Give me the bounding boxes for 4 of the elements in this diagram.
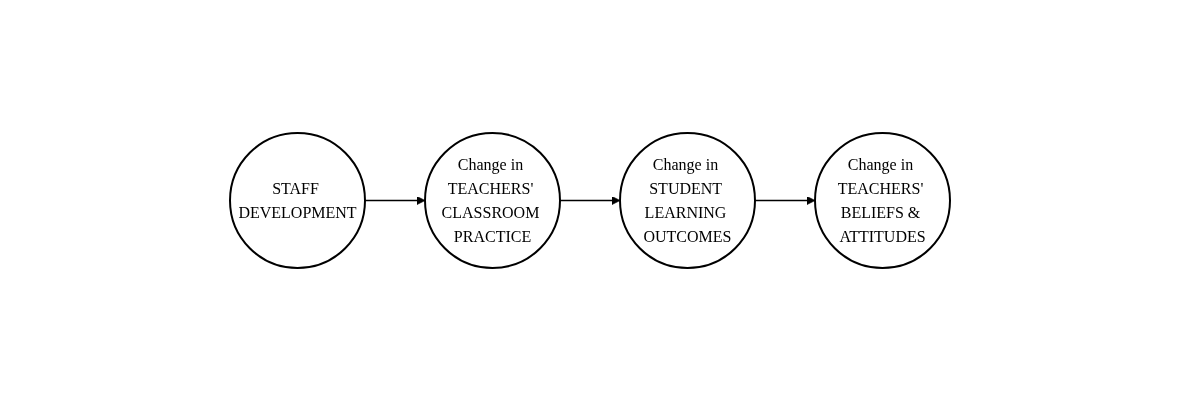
- node-circle: STAFF DEVELOPMENT: [229, 132, 366, 269]
- node-circle: Change in TEACHERS' BELIEFS & ATTITUDES: [814, 132, 951, 269]
- node-circle: Change in STUDENT LEARNING OUTCOMES: [619, 132, 756, 269]
- node-circle: Change in TEACHERS' CLASSROOM PRACTICE: [424, 132, 561, 269]
